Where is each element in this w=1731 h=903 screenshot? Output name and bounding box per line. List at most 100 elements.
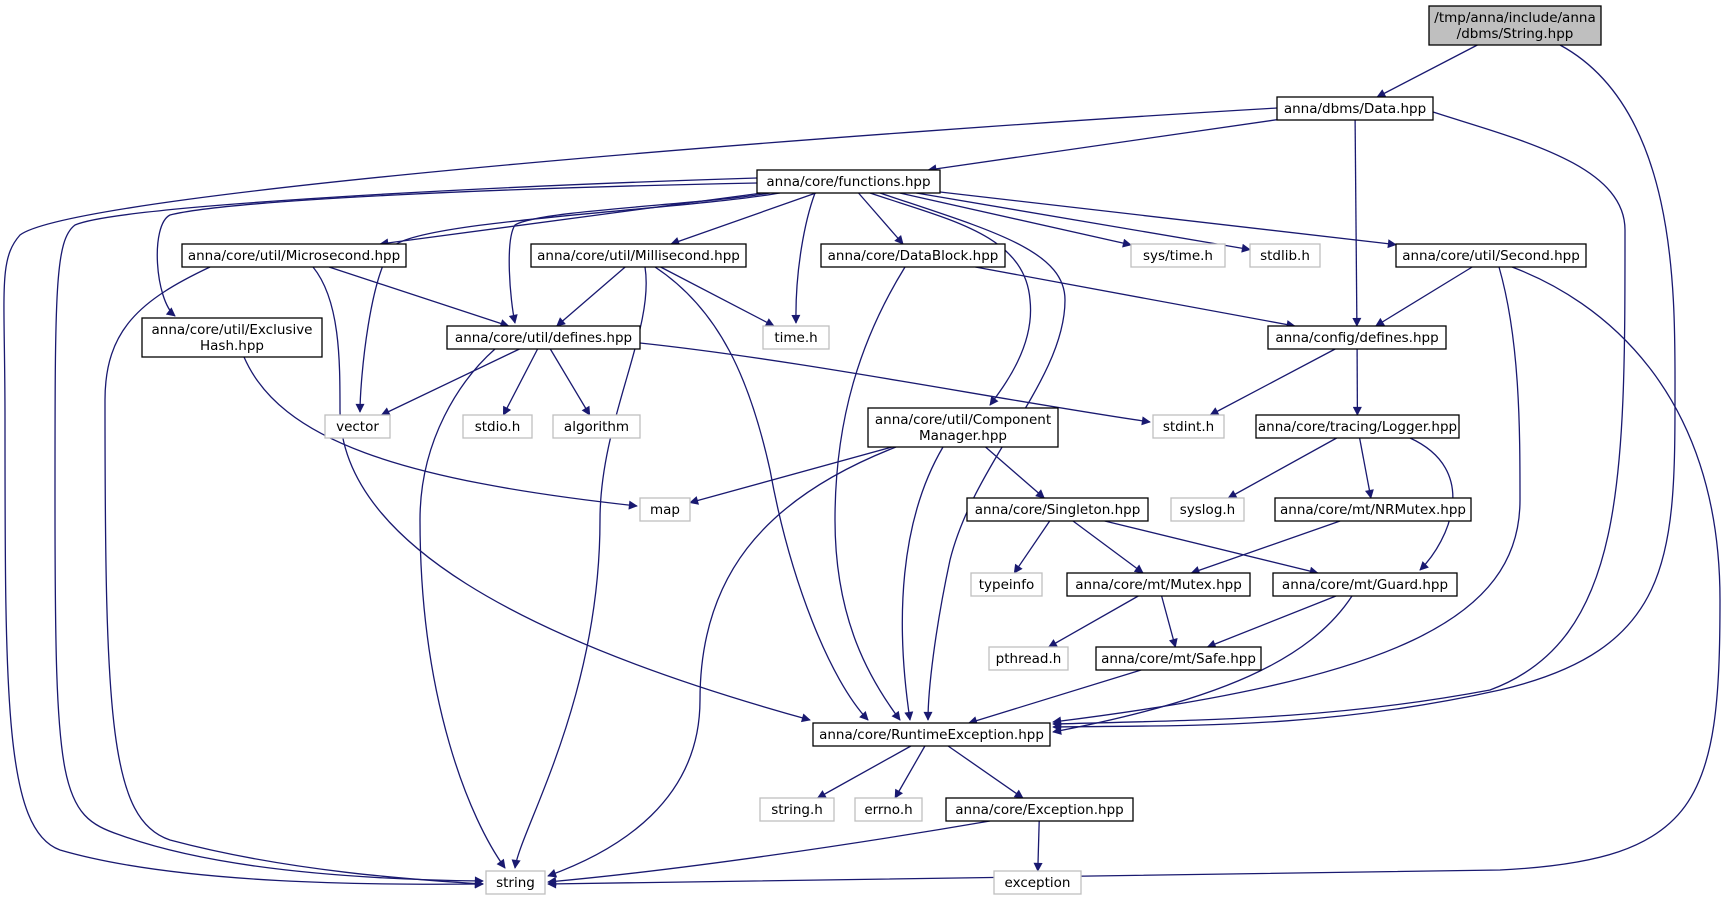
edge-runtime-to-exception_hpp	[947, 745, 1024, 799]
node-label-safe: anna/core/mt/Safe.hpp	[1101, 651, 1256, 667]
node-string: string	[485, 870, 546, 895]
node-box-errno	[854, 797, 923, 822]
node-box-stdint	[1152, 414, 1225, 439]
node-box-milli	[530, 243, 747, 268]
edge-data-to-cdefines	[1352, 119, 1362, 327]
edge-udefines-to-vector	[380, 348, 520, 416]
node-functions[interactable]: anna/core/functions.hpp	[756, 169, 941, 194]
node-label-udefines: anna/core/util/defines.hpp	[455, 330, 632, 346]
node-box-stringh	[759, 797, 835, 822]
edges-layer	[3, 44, 1721, 889]
node-label-nrmutex: anna/core/mt/NRMutex.hpp	[1280, 502, 1466, 518]
edge-data-to-string	[3, 107, 1278, 889]
node-box-micro	[181, 243, 407, 268]
edge-logger-to-nrmutex	[1358, 437, 1374, 499]
node-second[interactable]: anna/core/util/Second.hpp	[1395, 243, 1587, 268]
edge-exhash-to-map	[243, 356, 638, 510]
node-label-exhash: anna/core/util/Exclusive	[152, 322, 313, 338]
edge-udefines-to-string	[419, 348, 506, 869]
node-label-systime: sys/time.h	[1143, 248, 1213, 264]
node-root[interactable]: /tmp/anna/include/anna/dbms/String.hpp	[1428, 5, 1602, 46]
node-label-exception_hpp: anna/core/Exception.hpp	[955, 802, 1123, 818]
nodes-layer: /tmp/anna/include/anna/dbms/String.hpp an…	[141, 5, 1602, 895]
node-label-exception: exception	[1005, 875, 1071, 891]
edge-functions-to-stdlib	[916, 192, 1251, 253]
node-label-compman: Manager.hpp	[919, 428, 1007, 444]
edge-compman-to-map	[689, 446, 893, 505]
node-label-runtime: anna/core/RuntimeException.hpp	[819, 727, 1044, 743]
node-label-stdio: stdio.h	[475, 419, 521, 435]
node-datablock[interactable]: anna/core/DataBlock.hpp	[820, 243, 1006, 268]
node-udefines[interactable]: anna/core/util/defines.hpp	[446, 325, 641, 350]
node-box-typeinfo	[970, 572, 1043, 597]
node-label-functions: anna/core/functions.hpp	[766, 174, 930, 190]
node-label-typeinfo: typeinfo	[979, 577, 1034, 593]
node-label-stringh: string.h	[771, 802, 823, 818]
node-logger[interactable]: anna/core/tracing/Logger.hpp	[1255, 414, 1460, 439]
edge-exception_hpp-to-exception	[1033, 820, 1043, 872]
edge-second-to-cdefines	[1375, 266, 1473, 327]
edge-root-to-runtime	[1052, 44, 1676, 732]
node-label-timeh: time.h	[774, 330, 817, 346]
node-map: map	[639, 497, 691, 522]
node-label-stdint: stdint.h	[1163, 419, 1214, 435]
edge-datablock-to-runtime	[834, 266, 906, 721]
node-stdlib: stdlib.h	[1249, 243, 1321, 268]
node-box-logger	[1255, 414, 1460, 439]
node-label-pthread: pthread.h	[996, 651, 1062, 667]
edge-data-to-functions	[927, 119, 1278, 174]
edge-functions-to-systime	[899, 192, 1132, 248]
node-box-cdefines	[1267, 325, 1447, 350]
node-safe[interactable]: anna/core/mt/Safe.hpp	[1095, 646, 1262, 671]
node-nrmutex[interactable]: anna/core/mt/NRMutex.hpp	[1274, 497, 1472, 522]
edge-functions-to-compman	[869, 192, 1032, 406]
node-systime: sys/time.h	[1130, 243, 1226, 268]
edge-singleton-to-typeinfo	[1013, 520, 1051, 574]
edge-second-to-runtime	[1052, 266, 1521, 726]
node-label-datablock: anna/core/DataBlock.hpp	[828, 248, 999, 264]
node-label-cdefines: anna/config/defines.hpp	[1275, 330, 1438, 346]
edge-nrmutex-to-mutex	[1190, 520, 1341, 575]
edge-root-to-data	[1376, 44, 1478, 98]
node-runtime[interactable]: anna/core/RuntimeException.hpp	[812, 722, 1051, 747]
edge-compman-to-string	[547, 446, 897, 878]
node-cdefines[interactable]: anna/config/defines.hpp	[1267, 325, 1447, 350]
node-label-exhash: Hash.hpp	[200, 338, 264, 354]
node-label-singleton: anna/core/Singleton.hpp	[975, 502, 1141, 518]
node-data[interactable]: anna/dbms/Data.hpp	[1276, 96, 1434, 121]
edge-exception_hpp-to-string	[547, 820, 991, 886]
node-box-udefines	[446, 325, 641, 350]
edge-safe-to-runtime	[968, 669, 1142, 725]
edge-milli-to-runtime	[654, 266, 869, 721]
edge-runtime-to-errno	[894, 745, 926, 799]
node-box-pthread	[988, 646, 1069, 671]
edge-data-to-runtime	[1052, 111, 1626, 729]
node-errno: errno.h	[854, 797, 923, 822]
edge-micro-to-runtime	[312, 266, 811, 723]
edge-mutex-to-safe	[1160, 595, 1178, 648]
node-exception: exception	[993, 870, 1082, 895]
node-box-singleton	[966, 497, 1149, 522]
edge-udefines-to-stdint	[639, 342, 1151, 426]
edge-functions-to-runtime	[879, 192, 1066, 721]
node-label-logger: anna/core/tracing/Logger.hpp	[1258, 419, 1457, 435]
node-syslog: syslog.h	[1170, 497, 1245, 522]
node-vector: vector	[324, 414, 391, 439]
edge-milli-to-string	[511, 266, 647, 869]
node-exception_hpp[interactable]: anna/core/Exception.hpp	[945, 797, 1134, 822]
edge-mutex-to-pthread	[1047, 595, 1139, 648]
edge-milli-to-timeh	[660, 266, 775, 327]
node-guard[interactable]: anna/core/mt/Guard.hpp	[1272, 572, 1458, 597]
node-box-data	[1276, 96, 1434, 121]
edge-singleton-to-mutex	[1072, 520, 1144, 574]
node-micro[interactable]: anna/core/util/Microsecond.hpp	[181, 243, 407, 268]
node-milli[interactable]: anna/core/util/Millisecond.hpp	[530, 243, 747, 268]
node-mutex[interactable]: anna/core/mt/Mutex.hpp	[1066, 572, 1251, 597]
node-singleton[interactable]: anna/core/Singleton.hpp	[966, 497, 1149, 522]
node-box-nrmutex	[1274, 497, 1472, 522]
node-box-root	[1428, 5, 1602, 46]
node-box-exception_hpp	[945, 797, 1134, 822]
node-label-map: map	[650, 502, 680, 518]
